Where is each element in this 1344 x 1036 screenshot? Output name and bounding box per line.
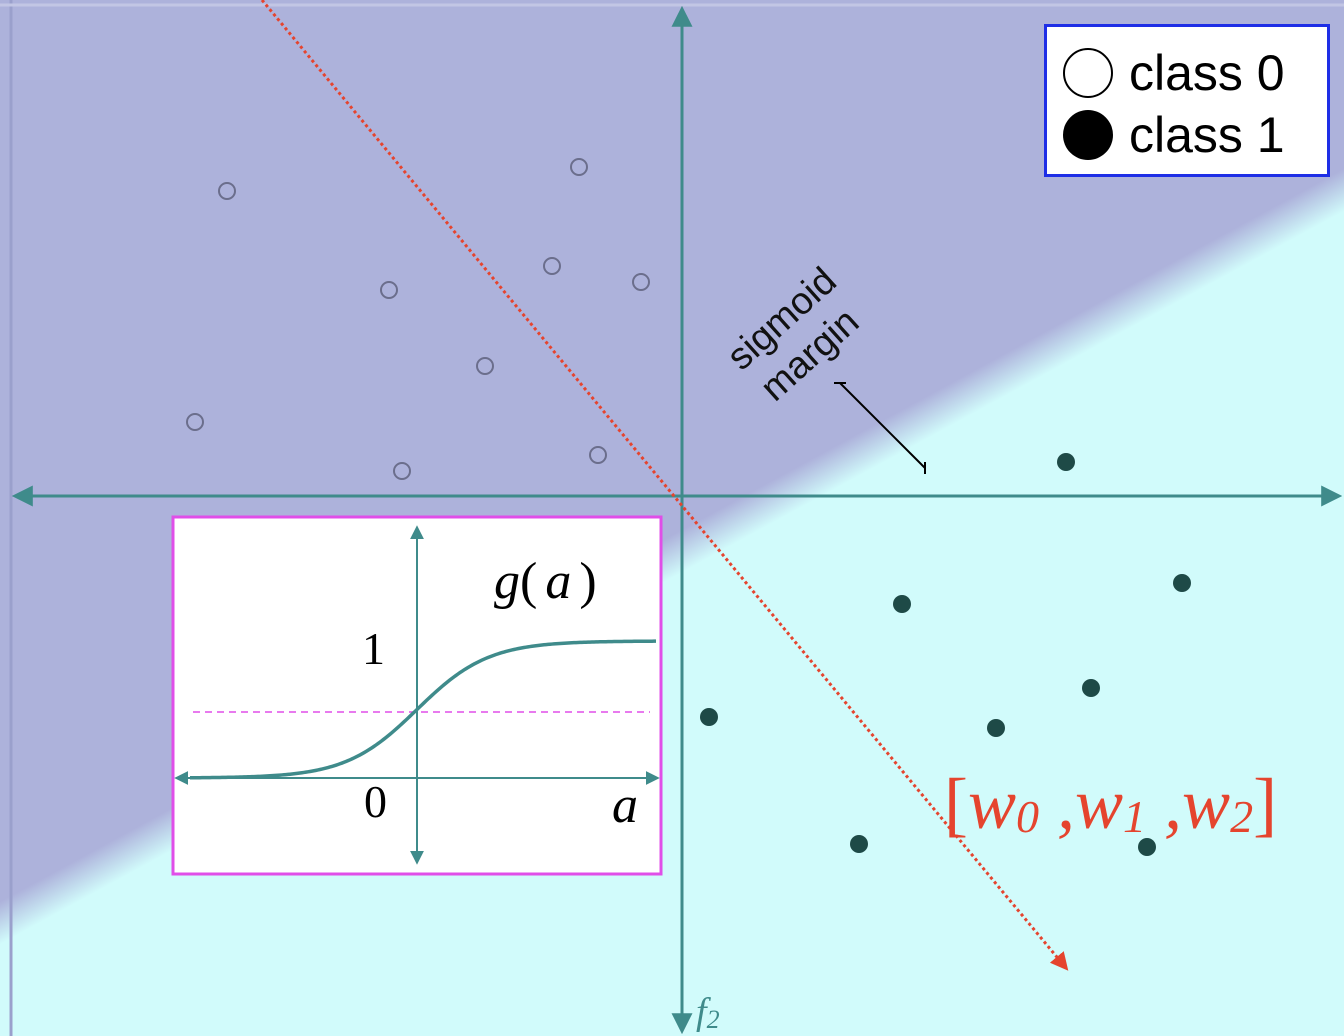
class1-point xyxy=(987,719,1005,737)
annotation-pointer xyxy=(839,382,926,469)
sigmoid-inset: g(a) 1 0 a xyxy=(171,515,663,876)
inset-title-a: a xyxy=(545,553,571,610)
class0-point xyxy=(218,182,236,200)
class0-point xyxy=(589,446,607,464)
inset-title: g(a) xyxy=(494,553,597,610)
class0-point xyxy=(632,273,650,291)
weights-label: [w0 ,w1 ,w2] xyxy=(944,764,1277,844)
class0-point xyxy=(543,257,561,275)
legend-item-class0: class 0 xyxy=(1063,45,1285,101)
weights-bracket-close: ] xyxy=(1253,764,1277,844)
inset-title-open: ( xyxy=(520,553,537,610)
weights-w2-sub: 2 xyxy=(1230,791,1253,842)
class1-point xyxy=(850,835,868,853)
class0-point xyxy=(476,357,494,375)
inset-tick-zero: 0 xyxy=(364,776,387,827)
inset-title-g: g xyxy=(494,553,520,610)
sigmoid-curve xyxy=(189,639,657,780)
class0-point xyxy=(393,462,411,480)
inset-tick-one: 1 xyxy=(362,623,385,674)
class0-point xyxy=(380,281,398,299)
inset-axis-label: a xyxy=(612,777,638,834)
inset-title-close: ) xyxy=(579,553,596,610)
weights-sep2: , xyxy=(1146,764,1182,844)
class1-point xyxy=(1057,453,1075,471)
weights-sep1: , xyxy=(1039,764,1075,844)
legend-label-class0: class 0 xyxy=(1129,45,1285,101)
legend-item-class1: class 1 xyxy=(1063,107,1285,163)
class1-point xyxy=(700,708,718,726)
class1-points xyxy=(700,453,1191,856)
legend: class 0 class 1 xyxy=(1044,24,1330,177)
legend-label-class1: class 1 xyxy=(1129,107,1285,163)
class0-point xyxy=(570,158,588,176)
class1-point xyxy=(1082,679,1100,697)
class1-point xyxy=(893,595,911,613)
class1-point xyxy=(1138,838,1156,856)
weights-w0-sub: 0 xyxy=(1016,791,1039,842)
class0-point xyxy=(186,413,204,431)
weights-w0: w xyxy=(968,764,1016,844)
class0-points xyxy=(186,158,650,480)
weights-w1: w xyxy=(1075,764,1123,844)
filled-circle-icon xyxy=(1063,110,1113,160)
weights-w1-sub: 1 xyxy=(1123,791,1146,842)
open-circle-icon xyxy=(1063,48,1113,98)
vertical-axis-label-sub: 2 xyxy=(707,1005,720,1034)
weights-w2: w xyxy=(1182,764,1230,844)
weights-bracket-open: [ xyxy=(944,764,968,844)
class1-point xyxy=(1173,574,1191,592)
